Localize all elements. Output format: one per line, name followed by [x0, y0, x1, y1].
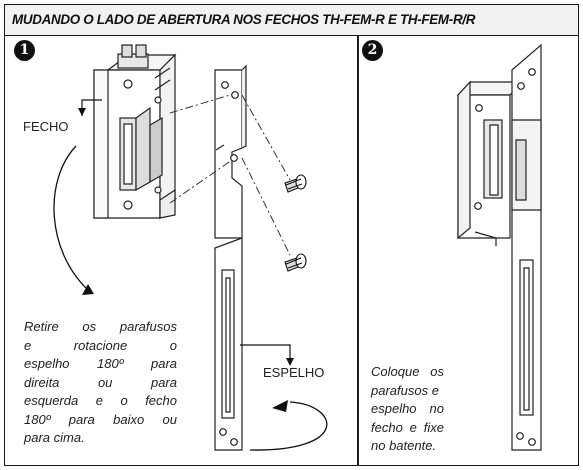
- caption-line: espelho no: [371, 401, 444, 416]
- step-2-caption: Coloque os parafusos e espelho no fecho …: [371, 363, 444, 456]
- lock-body-step2: [456, 80, 524, 246]
- step-1-badge: 1: [14, 40, 35, 61]
- panel-divider: [357, 36, 359, 465]
- caption-line: 180º para baixo ou: [24, 411, 177, 427]
- caption-line: espelho 180º para: [24, 356, 177, 371]
- espelho-label: ESPELHO: [263, 365, 325, 380]
- caption-line: direita ou para: [24, 374, 177, 390]
- rotate-arrow-lock: [53, 145, 89, 291]
- caption-line: Coloque os: [371, 364, 444, 379]
- lock-body-step1: [93, 44, 177, 220]
- caption-line: fecho e fixe: [371, 419, 444, 435]
- rotate-arrow-plate: [249, 401, 328, 451]
- strike-plate-upper: [214, 64, 247, 239]
- caption-line: no batente.: [371, 438, 437, 453]
- step-1-caption: Retire os parafusos e rotacione o espelh…: [24, 318, 177, 448]
- caption-line: esquerda e o fecho: [24, 393, 177, 408]
- caption-line: parafusos e: [371, 382, 439, 398]
- strike-plate-assembled: [511, 43, 542, 451]
- header-bar: MUDANDO O LADO DE ABERTURA NOS FECHOS TH…: [5, 5, 578, 36]
- espelho-pointer: [240, 344, 291, 362]
- caption-line: para cima.: [24, 430, 85, 445]
- strike-plate-lower: [214, 237, 243, 451]
- alignment-lines: [169, 94, 291, 256]
- fecho-label: FECHO: [23, 119, 69, 134]
- caption-line: e rotacione o: [24, 337, 177, 353]
- screw-upper: [284, 174, 307, 193]
- step-2-badge: 2: [362, 40, 383, 61]
- page-title: MUDANDO O LADO DE ABERTURA NOS FECHOS TH…: [12, 12, 476, 27]
- screw-lower: [284, 253, 307, 272]
- instruction-frame: MUDANDO O LADO DE ABERTURA NOS FECHOS TH…: [4, 4, 579, 466]
- caption-line: Retire os parafusos: [24, 319, 177, 334]
